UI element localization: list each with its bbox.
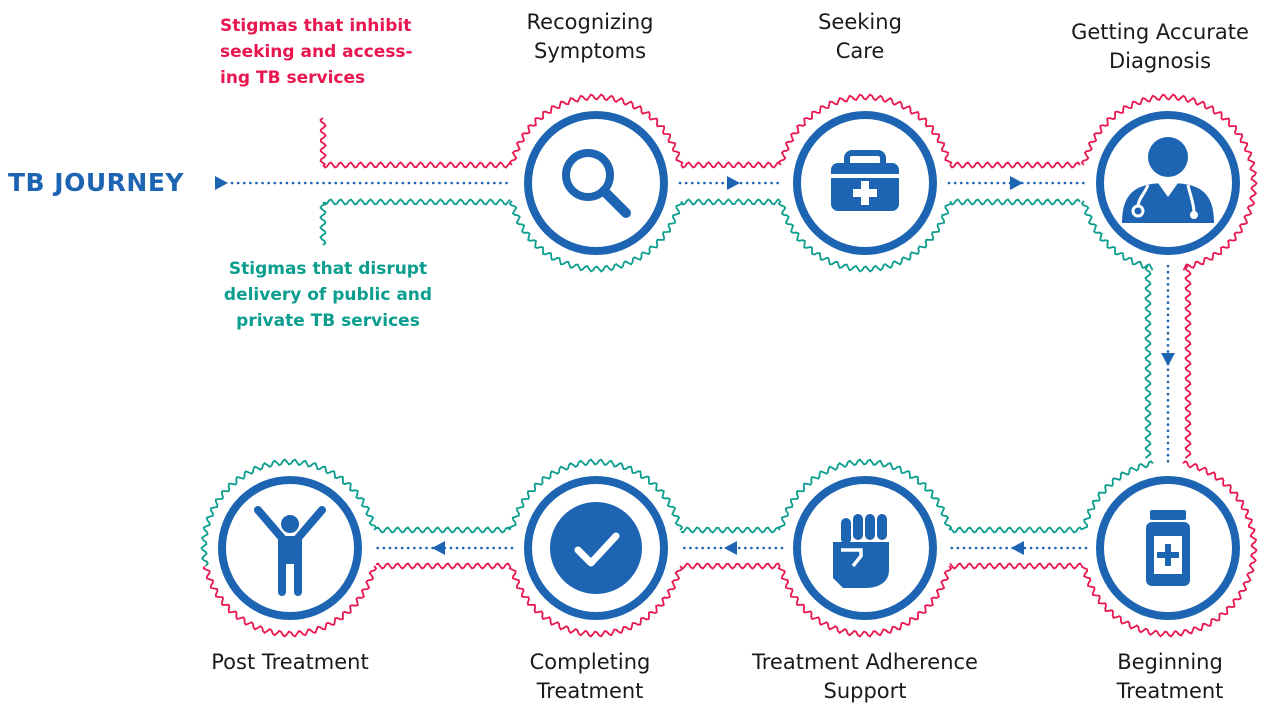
- checkmark-icon: [550, 502, 642, 594]
- magnifier-icon: [562, 149, 631, 218]
- step-node: [1096, 111, 1240, 255]
- doctor-icon: [1122, 137, 1214, 223]
- journey-title: TB JOURNEY: [8, 168, 185, 197]
- arrow-6: [432, 541, 445, 555]
- step-label-post-treatment: Post Treatment: [211, 650, 369, 674]
- red-stigma-line: [202, 93, 1258, 638]
- note-inhibit: Stigmas that inhibit seeking and access-…: [220, 16, 413, 88]
- step-label-getting-diagnosis: Getting Accurate Diagnosis: [1071, 20, 1249, 73]
- step-node: [793, 111, 937, 255]
- step-label-completing-treatment: Completing Treatment: [529, 650, 651, 703]
- step-node: [1096, 476, 1240, 620]
- medical-kit-icon: [831, 150, 899, 211]
- step-node: [218, 476, 362, 620]
- step-node: [793, 476, 937, 620]
- arrow-5: [724, 541, 737, 555]
- step-node: [524, 111, 668, 255]
- step-label-beginning-treatment: Beginning Treatment: [1116, 650, 1224, 703]
- arrow-2: [1010, 176, 1023, 190]
- arrow-1: [727, 176, 740, 190]
- arrow-3: [1161, 353, 1175, 366]
- step-node: [524, 476, 668, 620]
- person-arms-raised-icon: [254, 506, 326, 596]
- start-arrow: [215, 176, 228, 190]
- step-circle: [524, 111, 668, 255]
- arrow-4: [1011, 541, 1024, 555]
- teal-stigma-line: [200, 198, 1154, 567]
- step-label-recognizing-symptoms: Recognizing Symptoms: [526, 10, 654, 63]
- step-label-adherence-support: Treatment Adherence Support: [752, 650, 978, 703]
- medicine-bottle-icon: [1146, 510, 1190, 586]
- step-label-seeking-care: Seeking Care: [818, 10, 902, 63]
- note-disrupt: Stigmas that disrupt delivery of public …: [223, 259, 433, 331]
- raised-fist-icon: [833, 514, 889, 588]
